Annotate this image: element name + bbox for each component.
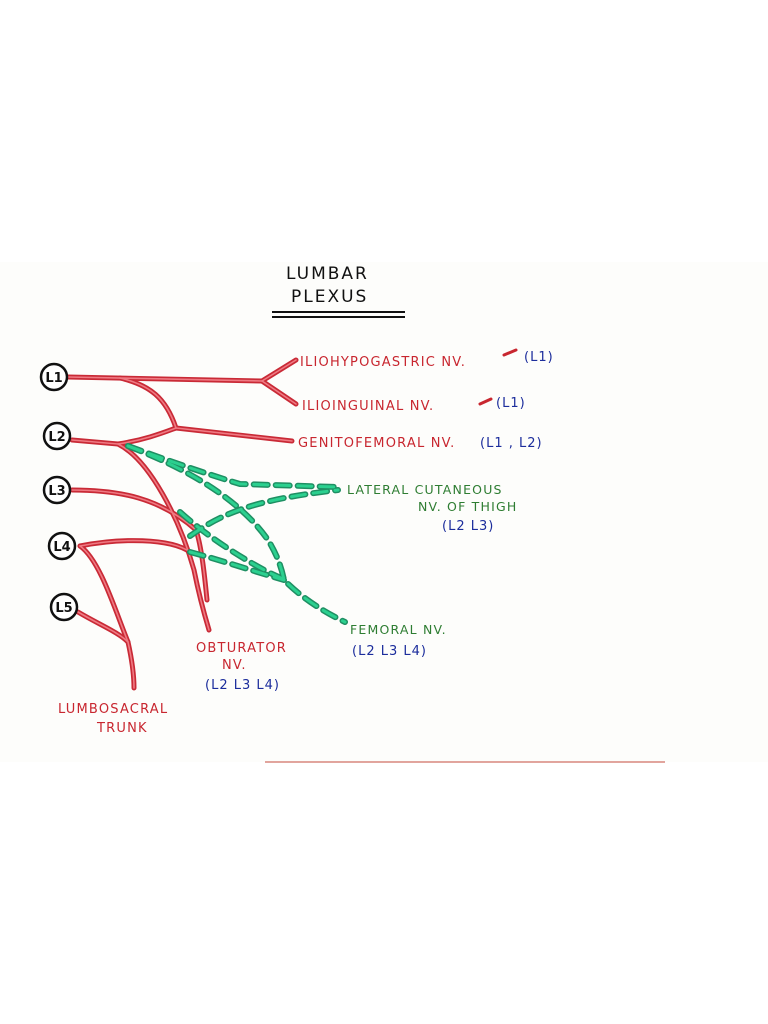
l1-genitofemoral-branch [117, 375, 179, 431]
iliohypogastric-label: ILIOHYPOGASTRIC NV. [300, 355, 466, 370]
genitofemoral-label: GENITOFEMORAL NV. [298, 436, 455, 451]
lateral-cutaneous-label-1: LATERAL CUTANEOUS [347, 482, 503, 497]
red-nerve-group [65, 357, 299, 691]
genitofemoral-roots: (L1 , L2) [480, 436, 543, 451]
root-l4: L4 [47, 531, 77, 561]
lateral-cutaneous-label-2: NV. OF THIGH [418, 499, 517, 514]
title-line-1: LUMBAR [286, 264, 369, 284]
green-nerve-group [125, 443, 348, 625]
root-l3-label: L3 [48, 484, 65, 499]
obturator-label-1: OBTURATOR [196, 641, 287, 656]
title-line-2: PLEXUS [291, 287, 368, 307]
obturator-roots: (L2 L3 L4) [205, 678, 280, 693]
ilioinguinal-roots: (L1) [496, 396, 526, 411]
ilioinguinal-arrow-icon [478, 397, 493, 406]
root-l1-label: L1 [45, 371, 62, 386]
lateral-cutaneous-l3-root [187, 487, 341, 539]
femoral-roots: (L2 L3 L4) [352, 644, 427, 659]
ilioinguinal-label: ILIOINGUINAL NV. [302, 399, 434, 414]
paper-sheet [0, 262, 768, 762]
lateral-cutaneous-roots: (L2 L3) [442, 519, 494, 534]
root-circles: L1 L2 L3 L4 L5 [39, 362, 79, 622]
labels: ILIOHYPOGASTRIC NV. (L1) ILIOINGUINAL NV… [58, 348, 554, 736]
femoral-label: FEMORAL NV. [350, 622, 447, 637]
root-l2-label: L2 [48, 430, 65, 445]
root-l1: L1 [39, 362, 69, 392]
femoral-l2-root [125, 443, 348, 625]
root-l4-label: L4 [53, 540, 70, 555]
root-l2: L2 [42, 421, 72, 451]
root-l3: L3 [42, 475, 72, 505]
obturator-label-2: NV. [222, 658, 247, 673]
genitofemoral-nerve [115, 425, 295, 447]
lumbosacral-label-2: TRUNK [96, 721, 148, 736]
iliohypogastric-roots: (L1) [524, 350, 554, 365]
root-l5-label: L5 [55, 601, 72, 616]
lumbosacral-label-1: LUMBOSACRAL [58, 702, 168, 717]
iliohypogastric-arrow-icon [502, 348, 518, 357]
l4-obturator-root [77, 538, 193, 555]
root-l5: L5 [49, 592, 79, 622]
